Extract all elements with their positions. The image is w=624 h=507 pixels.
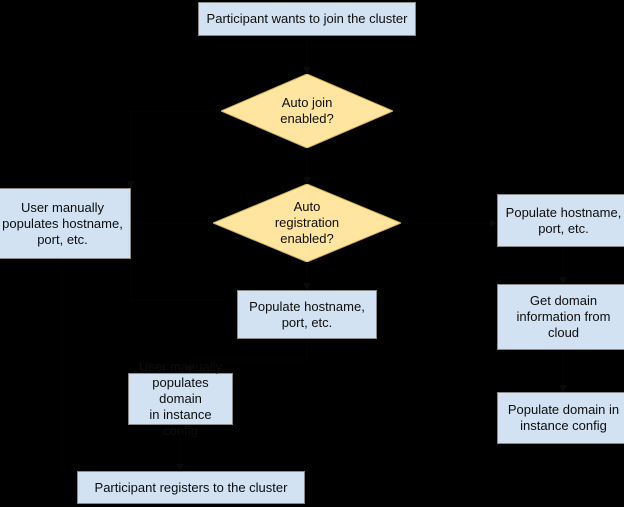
node-participant-registers-to-cluster[interactable]: Participant registers to the cluster [77, 471, 305, 504]
node-populate-hostname-center[interactable]: Populate hostname, port, etc. [237, 290, 377, 339]
node-populate-hostname-right[interactable]: Populate hostname, port, etc. [497, 194, 624, 247]
arrowhead-right-populate [559, 385, 567, 392]
node-participant-wants-to-join[interactable]: Participant wants to join the cluster [198, 2, 416, 36]
arrowhead-autojoin [303, 67, 311, 74]
node-populate-domain-in-instance-config[interactable]: Populate domain in instance config [497, 392, 624, 444]
arrowhead-left-host [127, 181, 135, 188]
diamond-shape-icon [221, 74, 393, 148]
node-user-manually-populates-hostname[interactable]: User manually populates hostname, port, … [0, 188, 131, 259]
decision-auto-join-enabled[interactable]: Auto join enabled? [221, 74, 393, 148]
decision-auto-registration-enabled[interactable]: Auto registration enabled? [213, 184, 401, 262]
arrowhead-autoreg [303, 177, 311, 184]
edge-autojoin-no [130, 110, 221, 188]
arrowhead-center [303, 283, 311, 290]
node-get-domain-information-from-cloud[interactable]: Get domain information from cloud [497, 284, 624, 350]
arrowhead-end [176, 464, 184, 471]
arrowhead-right-domain [559, 277, 567, 284]
node-user-manually-populates-domain[interactable]: User manually populates domain in instan… [128, 359, 233, 438]
diamond-shape-icon [213, 184, 401, 262]
arrowhead-right-host [490, 219, 497, 227]
